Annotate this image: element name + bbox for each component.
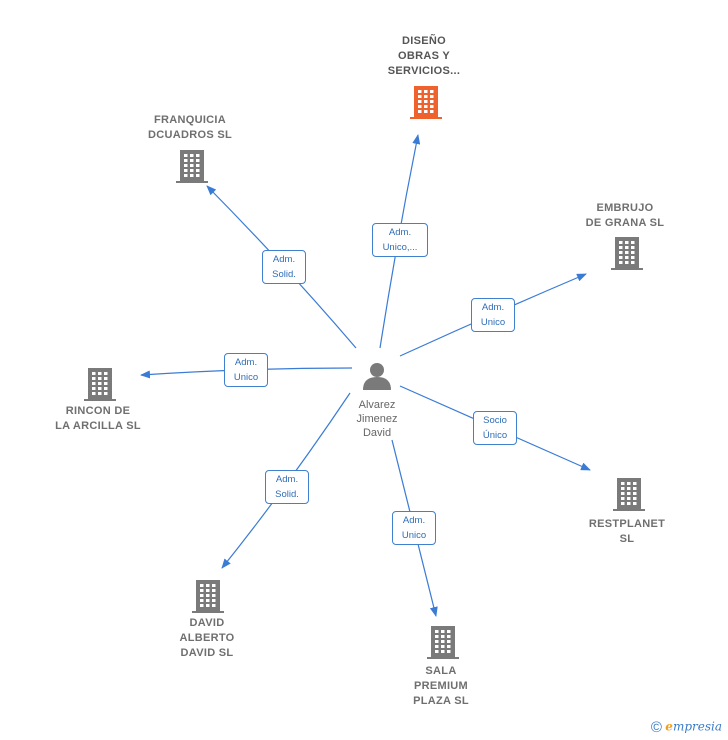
building-icon[interactable] [613,478,645,511]
company-label-sala[interactable]: SALA PREMIUM PLAZA SL [413,665,469,707]
company-label-restplanet[interactable]: RESTPLANET SL [588,518,666,545]
copyright-icon: © [650,719,662,736]
building-icon[interactable] [611,237,643,270]
company-label-embrujo[interactable]: EMBRUJO DE GRANA SL [585,202,665,229]
building-icon[interactable] [410,86,442,119]
role-badge-embrujo[interactable]: Adm. Unico [471,298,515,332]
building-icon[interactable] [427,626,459,659]
company-label-rincon[interactable]: RINCON DE LA ARCILLA SL [55,405,141,432]
role-badge-david-alberto[interactable]: Adm. Solid. [265,470,309,504]
brand-logo: empresia [665,719,722,734]
role-badge-sala[interactable]: Adm. Unico [392,511,436,545]
role-badge-restplanet[interactable]: Socio Único [473,411,517,445]
role-badge-franquicia[interactable]: Adm. Solid. [262,250,306,284]
footer-brand: © empresia [651,719,722,736]
role-badge-diseno[interactable]: Adm. Unico,... [372,223,428,257]
role-badge-rincon[interactable]: Adm. Unico [224,353,268,387]
person-icon[interactable] [363,363,391,390]
company-label-diseno[interactable]: DISEÑO OBRAS Y SERVICIOS... [387,35,461,77]
company-label-david-alberto[interactable]: DAVID ALBERTO DAVID SL [179,617,235,659]
person-name[interactable]: Alvarez Jimenez David [356,399,398,439]
building-icon[interactable] [192,580,224,613]
company-label-franquicia[interactable]: FRANQUICIA DCUADROS SL [148,114,232,141]
building-icon[interactable] [84,368,116,401]
building-icon[interactable] [176,150,208,183]
